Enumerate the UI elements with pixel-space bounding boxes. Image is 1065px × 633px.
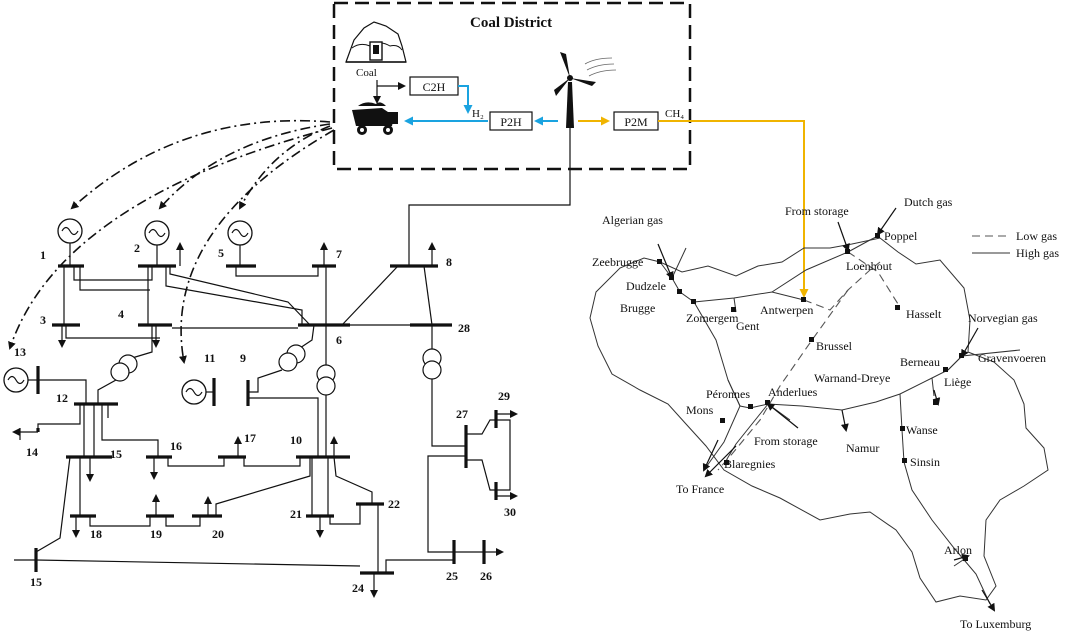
city-blaregnies: Blaregnies (724, 457, 776, 471)
methane-injection-line (658, 120, 809, 298)
generator-13-icon (3, 367, 38, 393)
city-liege: Liège (944, 375, 971, 389)
bus-4-label: 4 (118, 307, 124, 321)
city-brussel: Brussel (816, 339, 853, 353)
bus-21-label: 21 (290, 507, 302, 521)
bus-14-label: 14 (26, 445, 38, 459)
bus-8-label: 8 (446, 255, 452, 269)
legend-low-gas: Low gas (1016, 229, 1057, 243)
bus-28-label: 28 (458, 321, 470, 335)
bus-9-label: 9 (240, 351, 246, 365)
bus-2-label: 2 (134, 241, 140, 255)
bus-6-label: 6 (336, 333, 342, 347)
bus-27-label: 27 (456, 407, 468, 421)
exit-to-france: To France (676, 482, 724, 496)
city-warnand-dreye: Warnand-Dreye (814, 371, 890, 385)
city-namur: Namur (846, 441, 879, 455)
norvegian-gas-arrow (961, 327, 979, 358)
source-norvegian-gas: Norvegian gas (968, 311, 1038, 325)
city-hasselt: Hasselt (906, 307, 942, 321)
bus-12-label: 12 (56, 391, 68, 405)
algerian-gas-arrow (657, 243, 674, 280)
generator-5-icon (227, 220, 253, 266)
h2-label: H₂ (472, 108, 484, 120)
bus-11-label: 11 (204, 351, 215, 365)
bus-15b-label: 15 (30, 575, 42, 589)
bus-19-label: 19 (150, 527, 162, 541)
exit-to-luxemburg: To Luxemburg (960, 617, 1031, 631)
bus-26-label: 26 (480, 569, 492, 583)
bus-7-label: 7 (336, 247, 342, 261)
storage-south-arrow (766, 402, 799, 429)
load-arrows (12, 242, 518, 598)
generator-1-icon (57, 218, 83, 266)
bus-13-label: 13 (14, 345, 26, 359)
city-peronnes: Péronnes (706, 387, 750, 401)
coal-district-title: Coal District (470, 15, 552, 31)
storage-north-arrow (837, 221, 850, 252)
bus-5-label: 5 (218, 246, 224, 260)
bus-17-label: 17 (244, 431, 256, 445)
power-grid: 1 2 3 4 5 6 7 8 9 10 11 12 13 14 15 16 1… (3, 218, 518, 598)
dutch-gas-arrow (876, 207, 897, 236)
city-gravenvoeren: Gravenvoeren (978, 351, 1046, 365)
bus-1-label: 1 (40, 248, 46, 262)
coal-label: Coal (356, 67, 377, 79)
source-storage-south: From storage (754, 434, 818, 448)
source-dutch-gas: Dutch gas (904, 195, 953, 209)
c2h-to-h2-arrow (458, 85, 473, 114)
ch4-label: CH₄ (665, 108, 684, 120)
city-antwerpen: Antwerpen (760, 303, 813, 317)
generator-11-icon (181, 379, 214, 405)
bus-20-label: 20 (212, 527, 224, 541)
bus-3-label: 3 (40, 313, 46, 327)
coal-district-box: Coal District Coal C2H H₂ (332, 1, 692, 171)
to-france-arrow (704, 445, 737, 478)
gas-legend: Low gas High gas (972, 229, 1059, 260)
bus-29-label: 29 (498, 389, 510, 403)
city-anderlues: Anderlues (768, 385, 818, 399)
city-zeebrugge: Zeebrugge (592, 255, 643, 269)
wind-turbine-icon (554, 52, 617, 128)
coal-mine-icon (345, 21, 407, 63)
city-wanse: Wanse (906, 423, 938, 437)
bus-22-label: 22 (388, 497, 400, 511)
bus-16-label: 16 (170, 439, 182, 453)
bus-15-label: 15 (110, 447, 122, 461)
city-berneau: Berneau (900, 355, 940, 369)
gas-nodes (657, 233, 968, 561)
legend-high-gas: High gas (1016, 246, 1059, 260)
source-storage-north: From storage (785, 204, 849, 218)
coal-truck-icon (352, 102, 398, 135)
city-zomergem: Zomergem (686, 311, 739, 325)
city-brugge: Brugge (620, 301, 655, 315)
generator-2-icon (144, 220, 170, 266)
bus-30-label: 30 (504, 505, 516, 519)
city-dudzele: Dudzele (626, 279, 666, 293)
city-arlon: Arlon (944, 543, 972, 557)
city-loenhout: Loenhout (846, 259, 893, 273)
c2h-label: C2H (423, 80, 446, 94)
city-mons: Mons (686, 403, 714, 417)
p2h-box (489, 111, 533, 131)
city-sinsin: Sinsin (910, 455, 940, 469)
bus-18-label: 18 (90, 527, 102, 541)
bus-25-label: 25 (446, 569, 458, 583)
to-luxemburg-arrow (981, 589, 996, 612)
transmission-lines (14, 265, 511, 573)
bus-10-label: 10 (290, 433, 302, 447)
wind-to-bus8-line (408, 128, 571, 265)
bus-24-label: 24 (352, 581, 364, 595)
city-poppel: Poppel (884, 229, 918, 243)
city-gent: Gent (736, 319, 760, 333)
gas-network-map: Low gas High gas Algerian gas From stora… (589, 195, 1059, 631)
p2h-label: P2H (500, 115, 522, 129)
p2m-label: P2M (624, 115, 648, 129)
source-algerian-gas: Algerian gas (602, 213, 663, 227)
